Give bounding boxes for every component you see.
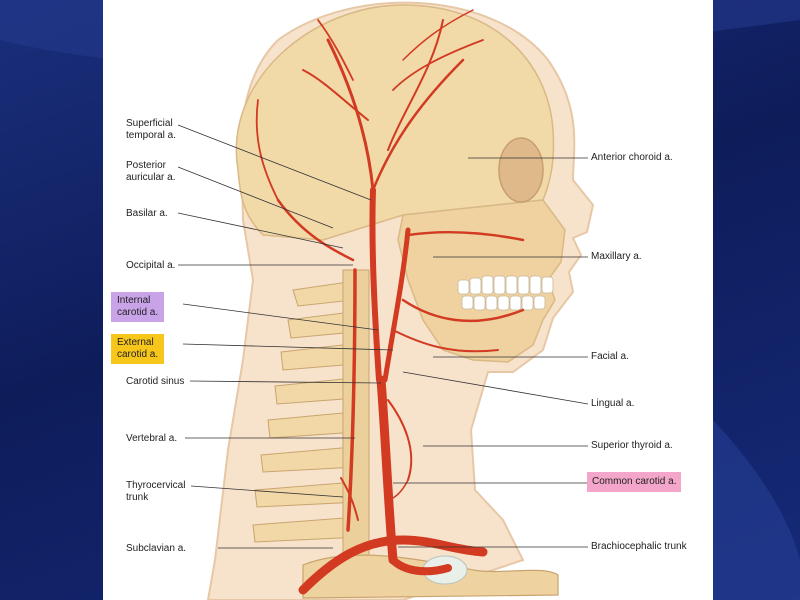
internal-carotid-vessel <box>369 187 382 383</box>
label-superficial-temporal: Superficial temporal a. <box>126 118 177 141</box>
label-posterior-auricular: Posterior auricular a. <box>126 160 176 183</box>
leader-internal-carotid <box>182 303 379 331</box>
label-maxillary: Maxillary a. <box>591 251 642 262</box>
leader-superficial-temporal <box>177 124 372 201</box>
superior-thyroid-vessel <box>387 399 413 481</box>
subclavian-vessel <box>298 535 488 595</box>
lingual-vessel <box>392 329 499 353</box>
occipital-vessel <box>276 198 355 262</box>
label-vertebral: Vertebral a. <box>126 433 178 444</box>
label-facial: Facial a. <box>591 351 629 362</box>
label-carotid-sinus: Carotid sinus <box>126 376 185 387</box>
label-thyrocervical: Thyrocervical trunk <box>126 480 186 503</box>
vertebral-vessel <box>346 268 357 532</box>
arteries <box>255 9 525 595</box>
leader-lines <box>177 124 589 549</box>
brachiocephalic-vessel <box>389 556 452 576</box>
thyrocervical-vessel <box>340 477 359 521</box>
label-lingual: Lingual a. <box>591 398 635 409</box>
teeth <box>457 275 554 311</box>
label-brachiocephalic: Brachiocephalic trunk <box>591 541 687 552</box>
superficial-temporal-vessel <box>326 38 375 192</box>
leader-basilar <box>177 212 344 249</box>
leader-posterior-auricular <box>177 166 334 229</box>
maxillary-vessel <box>406 231 525 242</box>
leader-external-carotid <box>182 343 394 351</box>
external-carotid-vessel <box>382 227 411 383</box>
eye-socket <box>498 137 544 203</box>
label-internal-carotid: Internal carotid a. <box>111 292 165 322</box>
skull-cranium <box>235 4 555 241</box>
leader-thyrocervical <box>190 485 344 498</box>
anatomy-illustration <box>177 1 595 600</box>
slide-content: Superficial temporal a. Posterior auricu… <box>103 0 713 600</box>
leader-lingual <box>402 371 589 405</box>
label-occipital: Occipital a. <box>126 260 176 271</box>
label-common-carotid: Common carotid a. <box>587 472 682 492</box>
label-external-carotid: External carotid a. <box>111 334 165 364</box>
facial-vessel <box>401 298 525 323</box>
leader-carotid-sinus <box>189 380 382 384</box>
label-subclavian: Subclavian a. <box>126 543 187 554</box>
label-superior-thyroid: Superior thyroid a. <box>591 440 673 451</box>
label-anterior-choroid: Anterior choroid a. <box>591 152 673 163</box>
label-basilar: Basilar a. <box>126 208 168 219</box>
